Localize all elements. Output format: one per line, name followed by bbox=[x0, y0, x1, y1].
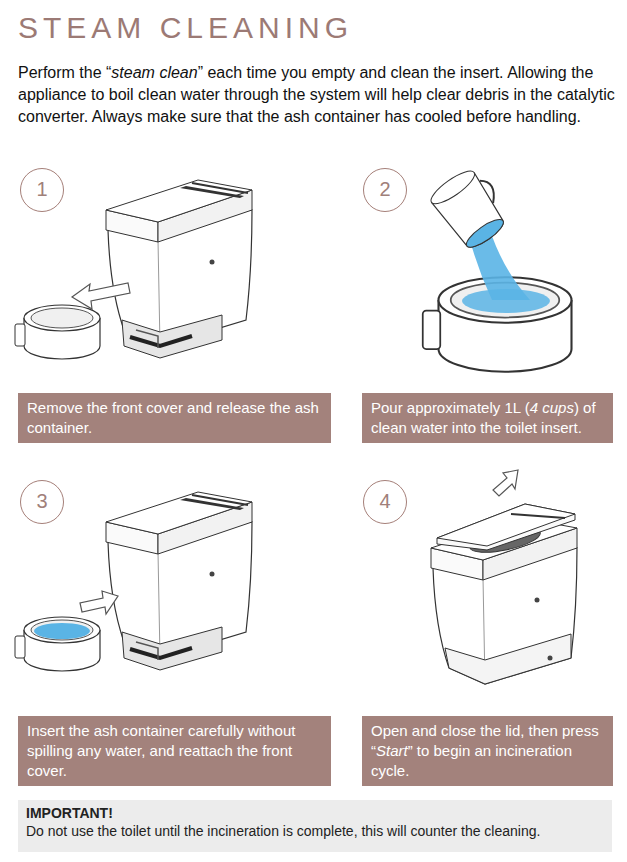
node-content: Remove the front cover and release the a… bbox=[27, 398, 322, 438]
text-emphasis: Start bbox=[376, 742, 408, 759]
text-run: “ bbox=[106, 64, 111, 81]
text-run: Pour approximately 1L bbox=[371, 399, 525, 416]
text-run: Open and close the lid, then press bbox=[371, 722, 599, 739]
text-run: Perform the bbox=[18, 64, 106, 81]
step-number: 4 bbox=[363, 480, 407, 524]
text-run: ) bbox=[574, 399, 579, 416]
step-caption: Pour approximately 1L (4 cups) of clean … bbox=[362, 393, 613, 443]
text-run: Insert the ash container carefully witho… bbox=[27, 722, 295, 779]
page-title: STEAM CLEANING bbox=[18, 10, 353, 46]
arrow-in bbox=[80, 591, 118, 614]
node-text: 3 bbox=[21, 481, 63, 522]
toilet-figure bbox=[106, 180, 252, 358]
text-run: Do not use the toilet until the incinera… bbox=[26, 823, 540, 839]
water-surface bbox=[462, 289, 550, 313]
node-content: Pour approximately 1L (4 cups) of clean … bbox=[371, 398, 604, 438]
node-text: 4 bbox=[364, 481, 406, 522]
text-run: 4 bbox=[379, 490, 390, 512]
node-content: IMPORTANT! Do not use the toilet until th… bbox=[26, 804, 604, 840]
water-cup bbox=[427, 162, 516, 254]
node-text: 1 bbox=[21, 169, 63, 210]
arrow-out bbox=[72, 283, 130, 309]
arrow-up bbox=[493, 470, 518, 496]
text-run: “ bbox=[371, 742, 376, 759]
text-run: 1 bbox=[36, 178, 47, 200]
text-run: IMPORTANT! bbox=[26, 805, 113, 821]
node-content: Insert the ash container carefully witho… bbox=[27, 721, 322, 781]
step-caption: Remove the front cover and release the a… bbox=[18, 393, 331, 443]
text-run: 3 bbox=[36, 490, 47, 512]
toilet-figure-open bbox=[431, 504, 577, 684]
water-surface bbox=[34, 623, 90, 639]
step-number: 1 bbox=[20, 168, 64, 212]
ash-container bbox=[15, 617, 100, 671]
ash-container-large bbox=[423, 277, 572, 372]
text-run: Remove the front cover and release the a… bbox=[27, 399, 319, 436]
step-caption: Open and close the lid, then press “Star… bbox=[362, 716, 613, 786]
text-run: 2 bbox=[379, 178, 390, 200]
intro-paragraph: Perform the “steam clean” each time you … bbox=[18, 62, 616, 128]
node-content: 4 bbox=[364, 481, 406, 522]
text-emphasis: steam clean bbox=[111, 64, 197, 81]
text-emphasis: 4 cups bbox=[530, 399, 574, 416]
ash-container bbox=[15, 305, 100, 359]
node-text: Insert the ash container carefully witho… bbox=[27, 721, 322, 781]
node-text: Remove the front cover and release the a… bbox=[27, 398, 322, 438]
node-content: 2 bbox=[364, 169, 406, 210]
text-run: ” bbox=[408, 742, 413, 759]
step-number: 2 bbox=[363, 168, 407, 212]
step-number: 3 bbox=[20, 480, 64, 524]
node-text: Pour approximately 1L (4 cups) of clean … bbox=[371, 398, 604, 438]
text-run: ” bbox=[198, 64, 203, 81]
note-heading: IMPORTANT! bbox=[26, 804, 604, 822]
toilet-figure bbox=[106, 492, 252, 670]
important-note: IMPORTANT! Do not use the toilet until th… bbox=[18, 800, 612, 852]
text-run: ( bbox=[525, 399, 530, 416]
node-text: Do not use the toilet until the incinera… bbox=[26, 822, 604, 840]
node-text: 2 bbox=[364, 169, 406, 210]
step-caption: Insert the ash container carefully witho… bbox=[18, 716, 331, 786]
node-text: Open and close the lid, then press “Star… bbox=[371, 721, 604, 781]
node-content: 1 bbox=[21, 169, 63, 210]
node-content: 3 bbox=[21, 481, 63, 522]
node-content: Open and close the lid, then press “Star… bbox=[371, 721, 604, 781]
